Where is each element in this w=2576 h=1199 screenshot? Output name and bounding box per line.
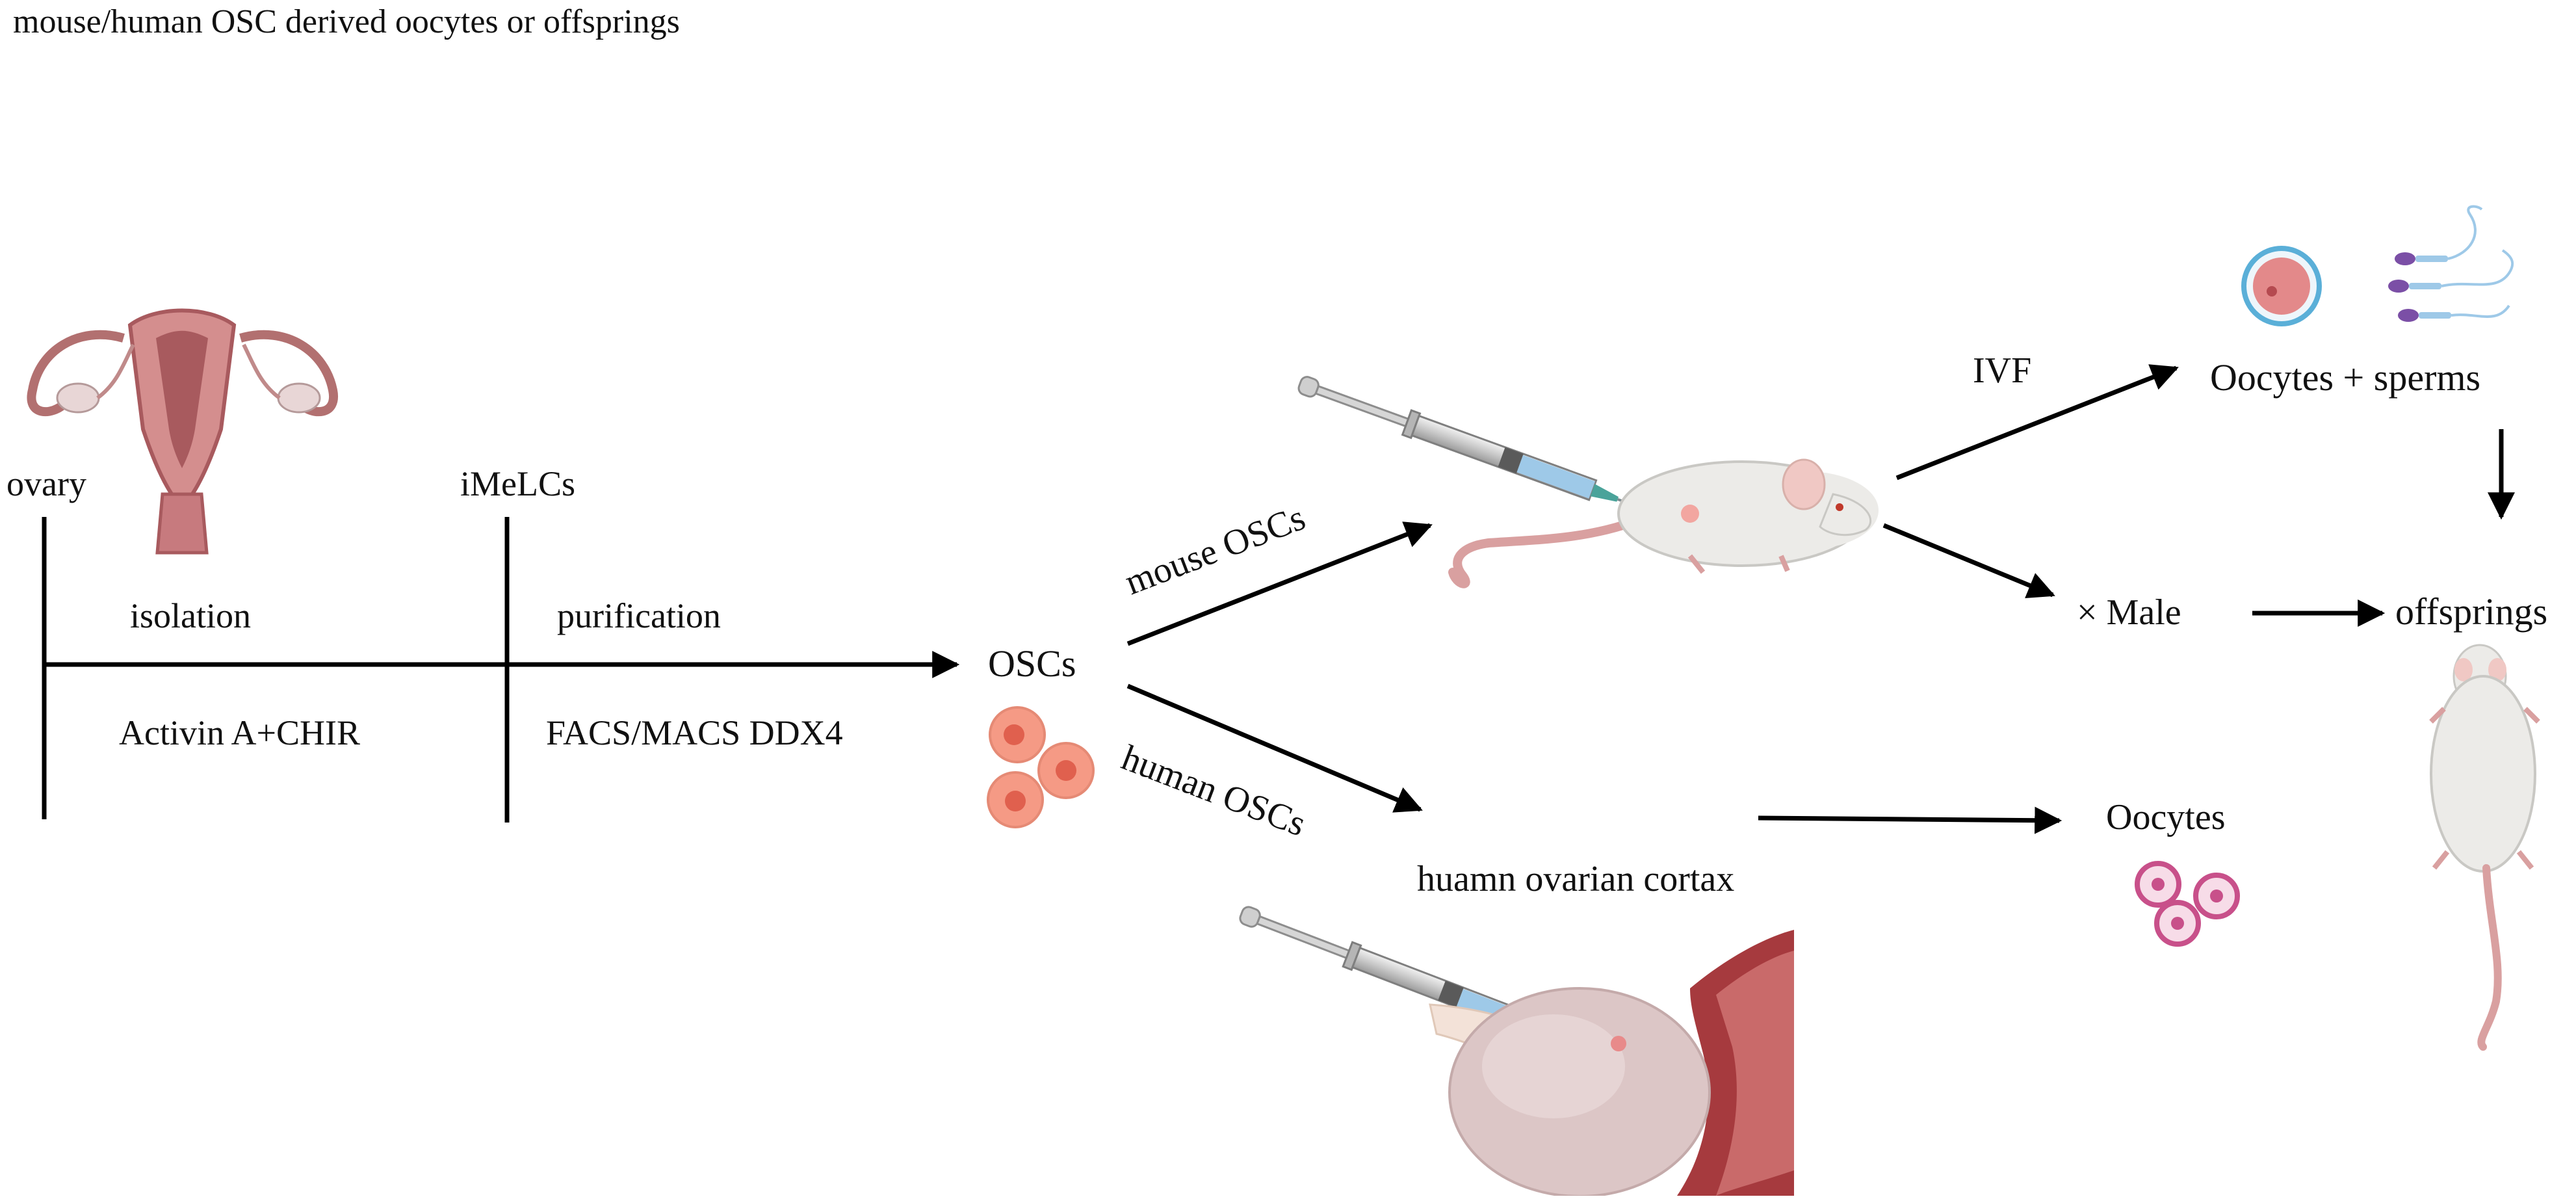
isolation-label: isolation [130, 596, 251, 635]
ovarian-cortex-icon [1429, 930, 1794, 1198]
cortax-label: huamn ovarian cortax [1417, 859, 1734, 899]
male-label: × Male [2077, 592, 2181, 633]
male-arrow [1882, 523, 2055, 599]
offsprings-label: offsprings [2395, 590, 2547, 633]
oocytes-label: Oocytes [2106, 797, 2226, 837]
ivf-label: IVF [1973, 350, 2031, 391]
facs-label: FACS/MACS DDX4 [546, 713, 843, 752]
purification-label: purification [557, 596, 721, 635]
oocyte-icon [2241, 246, 2322, 326]
ivf-arrow [1895, 364, 2179, 481]
mouse-icon [1448, 458, 1879, 588]
to-oocytes-arrow [1758, 806, 2062, 834]
human-oscs-label: human OSCs [1116, 737, 1311, 844]
sperm-icon [2388, 205, 2514, 322]
mouse-branch-arrow [1126, 521, 1433, 646]
activin-label: Activin A+CHIR [119, 713, 360, 752]
human-branch-arrow [1126, 683, 1423, 813]
imelcs-label: iMeLCs [460, 464, 575, 503]
page-title: mouse/human OSC derived oocytes or offsp… [13, 3, 680, 40]
osc-cells-icon [987, 706, 1095, 828]
oscs-label: OSCs [988, 642, 1076, 685]
oocytes-cluster-icon [2135, 861, 2240, 947]
mouse-oscs-label: mouse OSCs [1119, 497, 1310, 603]
offspring-mouse-icon [2429, 644, 2540, 1051]
ovary-label: ovary [7, 464, 86, 503]
oocytes-sperms-label: Oocytes + sperms [2210, 356, 2480, 399]
syringe-icon [1297, 376, 1655, 514]
uterus-ovary-icon [27, 308, 339, 555]
